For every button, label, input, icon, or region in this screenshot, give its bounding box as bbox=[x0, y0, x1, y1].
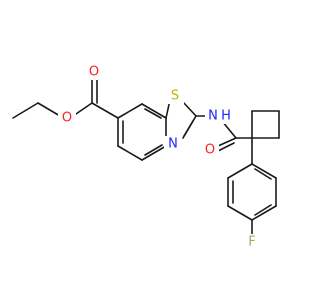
atom-bg-f bbox=[243, 234, 261, 250]
atom-bg-o-ether bbox=[58, 110, 76, 126]
bond-ethyl-ch3-ch2 bbox=[12, 102, 39, 119]
bond-ph-1 bbox=[227, 163, 253, 179]
nitrogen-ring-label: N bbox=[168, 137, 178, 152]
bond-benzene-inner-2 bbox=[144, 144, 163, 156]
sulfur-label: S bbox=[171, 89, 179, 104]
bond-s-c2 bbox=[182, 101, 197, 117]
bond-benzene-3 bbox=[141, 145, 167, 161]
bond-benzene-5 bbox=[141, 103, 167, 119]
bond-layer bbox=[12, 79, 280, 237]
atom-bg-s bbox=[166, 88, 184, 104]
amide-h-label: H bbox=[221, 109, 231, 124]
fluorine-label: F bbox=[248, 235, 255, 250]
bond-amide-co-b bbox=[217, 142, 235, 152]
atom-label-layer: O O S N N H O F bbox=[58, 64, 261, 250]
bond-ph-inner-3 bbox=[254, 168, 272, 180]
oxygen-carbonyl-label: O bbox=[89, 65, 99, 80]
bond-ph-3 bbox=[227, 205, 253, 221]
bond-benzene-inner-3 bbox=[144, 108, 162, 119]
bond-ph-6 bbox=[251, 163, 277, 179]
oxygen-ether-label: O bbox=[62, 111, 72, 126]
atom-bg-n-ring bbox=[164, 136, 182, 152]
oxygen-amide-label: O bbox=[205, 143, 215, 158]
bond-amide-co-a bbox=[217, 137, 237, 147]
atom-bg-o-carbonyl bbox=[84, 64, 102, 80]
bond-ph-inner-2 bbox=[254, 204, 272, 216]
bond-ch2-oether bbox=[37, 102, 61, 117]
structure-svg: O O S N N H O F bbox=[12, 64, 280, 250]
bond-carbonyl-to-ring bbox=[91, 102, 119, 119]
molecule-diagram: O O S N N H O F bbox=[12, 64, 280, 250]
bond-oether-carbonyl-c bbox=[72, 102, 93, 117]
atom-bg-o-amide bbox=[201, 142, 219, 158]
bond-benzene-2 bbox=[117, 145, 143, 161]
bond-c2-n-double bbox=[182, 120, 194, 139]
amide-n-label: N bbox=[208, 109, 218, 124]
atom-bg-nh bbox=[205, 108, 235, 124]
bond-ph-4 bbox=[251, 205, 277, 221]
bond-benzene-6 bbox=[117, 103, 143, 119]
